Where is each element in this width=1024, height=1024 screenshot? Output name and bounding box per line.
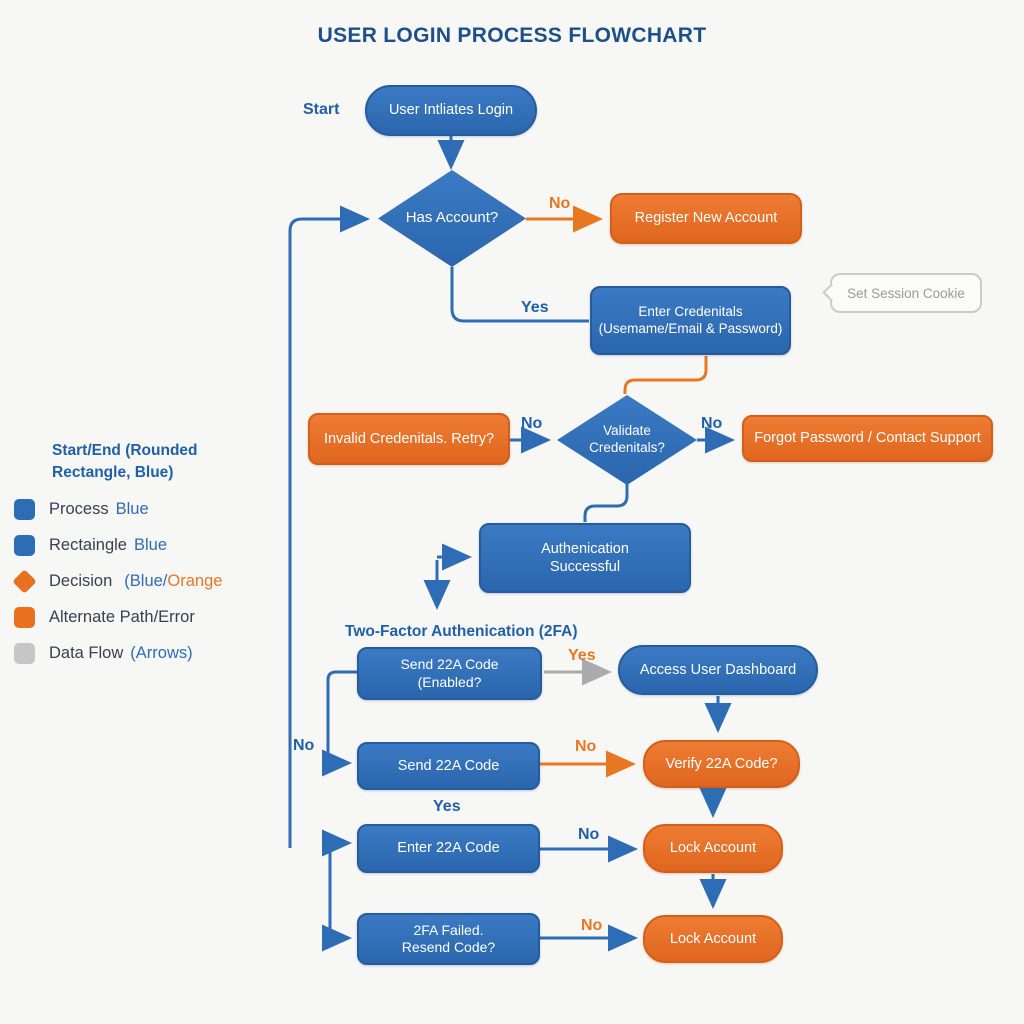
start-label: Start (303, 101, 340, 118)
legend-item-decision: Decision(Blue/Orange (12, 569, 274, 595)
orange-diamond-swatch (12, 569, 37, 595)
edge-label-no-register: No (549, 195, 571, 212)
node-send-2fa-code-enabled: Send 22A Code (Enabled? (357, 647, 542, 700)
node-authentication-successful: Authenication Successful (479, 523, 691, 593)
legend-item-dataflow: Data Flow(Arrows) (14, 643, 274, 665)
edge-label-no-invalid: No (521, 415, 543, 432)
node-enter-2fa-code: Enter 22A Code (357, 824, 540, 873)
page-title: USER LOGIN PROCESS FLOWCHART (317, 24, 707, 47)
tfa-section-label: Two-Factor Authenication (2FA) (345, 623, 578, 640)
legend-item-alternate: Alternate Path/Error (14, 607, 274, 629)
orange-square-swatch (14, 607, 35, 629)
node-send-2fa-code: Send 22A Code (357, 742, 540, 790)
node-enter-credentials: Enter Credenitals (Usemame/Email & Passw… (590, 286, 791, 355)
legend: Start/End (Rounded Rectangle, Blue) Proc… (12, 440, 274, 665)
node-lock-account-2: Lock Account (643, 915, 783, 963)
edge-credentials-to-validate (623, 356, 708, 394)
edge-enabled-loop-to-send-code (322, 670, 357, 777)
gray-square-swatch (14, 643, 35, 665)
node-lock-account-1: Lock Account (643, 824, 783, 873)
edge-label-yes-enter-code: Yes (433, 798, 461, 815)
node-register-new-account: Register New Account (610, 193, 802, 244)
edge-label-no-lock2: No (581, 917, 603, 934)
node-forgot-password-contact-support: Forgot Password / Contact Support (742, 415, 993, 462)
edge-validate-to-auth (583, 484, 629, 522)
edge-bracket-to-enter-code (322, 829, 352, 895)
edge-label-no-verify: No (575, 738, 597, 755)
edge-label-no-forgot: No (701, 415, 723, 432)
blue-square-swatch (14, 499, 35, 521)
edge-label-no-lock1: No (578, 826, 600, 843)
legend-header: Start/End (Rounded Rectangle, Blue) (52, 442, 198, 482)
edge-bracket-to-tfa-failed (322, 895, 352, 952)
edge-label-yes-dashboard: Yes (568, 647, 596, 664)
edge-label-yes-credentials: Yes (521, 299, 549, 316)
blue-square-swatch (14, 535, 35, 557)
edge-label-no-send-code-left: No (293, 737, 315, 754)
callout-set-session-cookie: Set Session Cookie (822, 273, 982, 313)
node-user-initiates-login: User Intliates Login (365, 85, 537, 136)
node-2fa-failed-resend: 2FA Failed. Resend Code? (357, 913, 540, 965)
edge-has-account-yes (450, 267, 589, 323)
edge-loop-left-to-has-account (288, 205, 370, 848)
node-invalid-credentials-retry: Invalid Credenitals. Retry? (308, 413, 510, 465)
node-access-user-dashboard: Access User Dashboard (618, 645, 818, 695)
node-verify-2fa-code: Verify 22A Code? (643, 740, 800, 788)
